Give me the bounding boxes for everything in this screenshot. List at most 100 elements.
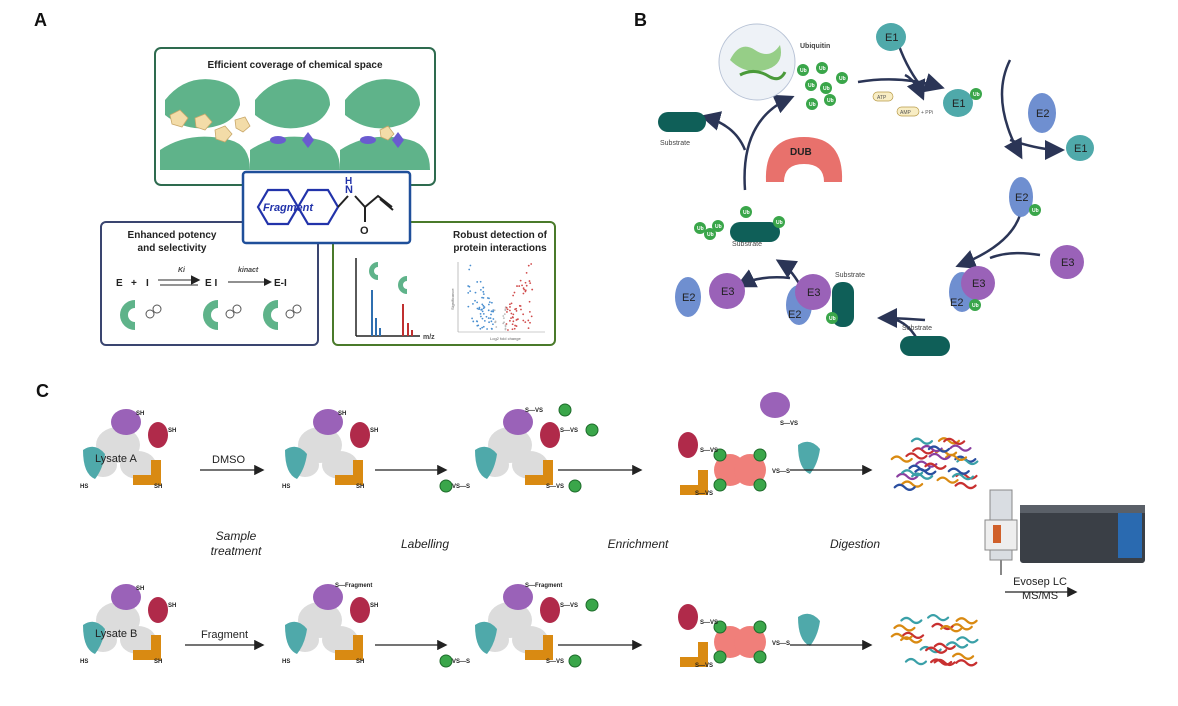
peptide — [890, 455, 913, 463]
step-enrichment: Enrichment — [608, 537, 669, 551]
volcano-point — [492, 323, 494, 326]
volcano-point — [508, 309, 511, 312]
e3-ternary — [795, 274, 831, 310]
fragment-treatment-label: Fragment — [201, 629, 248, 641]
protein-labels-layer: E1E1E2E1E2E3E2E3SubstrateE2E3SubstrateE2… — [660, 32, 1087, 332]
enrichment-bead — [753, 620, 767, 634]
peptide — [893, 624, 916, 632]
orange-protein — [133, 460, 161, 485]
volcano-point — [467, 291, 470, 294]
volcano-xlabel: Log2 fold change — [490, 336, 521, 341]
detection-title-line1: Robust detection of — [453, 230, 548, 241]
enrichment-bead — [753, 650, 767, 664]
peptide — [946, 641, 969, 649]
volcano-point — [487, 303, 490, 306]
e1-free-label: E1 — [885, 32, 898, 44]
e3-free — [1050, 245, 1084, 279]
orange-protein — [680, 470, 708, 495]
s-vs-label: S—VS — [780, 421, 798, 427]
eq-ei: E I — [205, 278, 217, 289]
enzyme-icons — [120, 300, 278, 330]
volcano-point — [504, 324, 507, 327]
volcano-point — [483, 319, 486, 322]
lysate-a-label: Lysate A — [95, 453, 137, 465]
enrichment-bead — [713, 448, 727, 462]
eq-i: I — [146, 278, 149, 289]
ub-label: Ub — [819, 66, 826, 72]
volcano-point — [519, 305, 522, 307]
volcano-point — [528, 310, 531, 313]
volcano-point — [492, 309, 495, 312]
vs-s-label: VS—S — [452, 484, 470, 490]
inhibitor-icons — [145, 304, 302, 319]
teal-protein — [798, 613, 820, 646]
vs-s-label: VS—S — [772, 641, 790, 647]
volcano-point — [495, 326, 498, 328]
instrument-label-line2: MS/MS — [1022, 590, 1058, 602]
purple-protein — [760, 392, 790, 418]
peptide — [933, 642, 956, 650]
dmso-label: DMSO — [212, 454, 245, 466]
crimson-protein — [678, 604, 698, 630]
volcano-point — [502, 317, 505, 320]
ubiquitin-ub-icon — [797, 64, 809, 76]
sh-label: SH — [136, 411, 144, 417]
volcano-point — [504, 308, 507, 311]
hs-label: HS — [282, 659, 290, 665]
peptide — [943, 437, 966, 445]
peptide — [910, 437, 934, 445]
peptide — [928, 452, 951, 461]
volcano-point — [490, 320, 493, 323]
peptide — [900, 616, 923, 625]
ubiquitin-ub-icon — [824, 94, 836, 106]
sh-label: SH — [168, 603, 176, 609]
ub-label: Ub — [839, 76, 846, 82]
eq-e-i: E-I — [274, 278, 287, 289]
sh-label: SH — [154, 659, 162, 665]
grey-protein — [512, 626, 548, 654]
volcano-point — [485, 315, 488, 318]
volcano-point — [483, 306, 486, 308]
h-atom: H — [345, 176, 352, 187]
volcano-point — [512, 313, 515, 316]
volcano-point — [530, 263, 533, 265]
ub-label: Ub — [776, 220, 783, 226]
sh-label: SH — [370, 428, 378, 434]
volcano-point — [504, 327, 507, 330]
volcano-point — [524, 290, 527, 293]
volcano-point — [527, 319, 530, 322]
e2-loaded — [1009, 177, 1033, 217]
volcano-point — [491, 328, 493, 330]
peptide — [936, 476, 959, 484]
volcano-point — [511, 323, 514, 326]
volcano-point — [481, 317, 484, 320]
volcano-point — [474, 291, 477, 294]
eq-e: E — [116, 278, 123, 289]
e1-released — [1066, 135, 1094, 161]
purple-protein — [503, 584, 533, 610]
teal-protein — [285, 446, 307, 479]
volcano-point — [467, 285, 470, 287]
volcano-point — [469, 290, 472, 293]
orange-protein — [680, 642, 708, 667]
volcano-point — [482, 290, 485, 293]
volcano-point — [468, 268, 471, 271]
volcano-point — [502, 315, 505, 317]
volcano-point — [530, 315, 533, 318]
fragment-structure-box: Fragment N H O — [241, 170, 412, 245]
volcano-point — [505, 306, 508, 309]
potency-title-line1: Enhanced potency — [128, 230, 217, 241]
ub-label: Ub — [808, 83, 815, 89]
volcano-point — [519, 279, 522, 282]
ub-icon — [740, 206, 752, 218]
e1-loaded-label: E1 — [952, 98, 965, 110]
ub-icon — [712, 220, 724, 232]
enrichment-bead — [439, 654, 453, 668]
volcano-point — [503, 313, 506, 315]
crimson-protein — [540, 422, 560, 448]
volcano-point — [512, 316, 514, 319]
volcano-point — [472, 320, 475, 323]
sh-label: SH — [356, 659, 364, 665]
eq-kinact: kinact — [238, 267, 259, 274]
volcano-point — [479, 280, 482, 283]
